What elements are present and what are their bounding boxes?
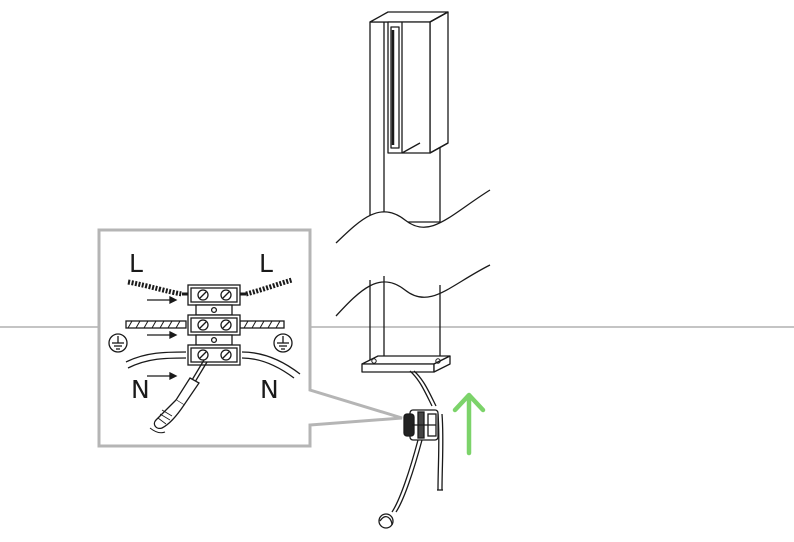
- neutral-wire-left: [125, 351, 187, 363]
- break-wave-bottom: [335, 264, 491, 317]
- supply-cable: [378, 370, 444, 529]
- lamp-head: [369, 11, 449, 154]
- break-band: [336, 190, 490, 316]
- terminal-blocks: [187, 284, 241, 366]
- up-arrow-icon: [452, 392, 486, 456]
- neutral-wire-right: [241, 351, 301, 375]
- connector-block: [403, 409, 439, 441]
- earth-icon-left: [108, 333, 128, 353]
- label-neutral-right: N: [260, 375, 279, 404]
- bollard-post: [335, 11, 491, 373]
- label-neutral-left: N: [131, 375, 150, 404]
- label-live-left: L: [129, 249, 143, 278]
- break-wave-top: [335, 189, 491, 244]
- live-wire-right: [245, 277, 293, 297]
- callout-frame: [97, 228, 403, 448]
- earth-icon-right: [273, 333, 293, 353]
- label-live-right: L: [259, 249, 273, 278]
- screwdriver-icon: [149, 359, 208, 434]
- live-wire-left: [127, 279, 183, 297]
- insert-arrows: [147, 295, 178, 381]
- wiring-detail: [125, 277, 301, 381]
